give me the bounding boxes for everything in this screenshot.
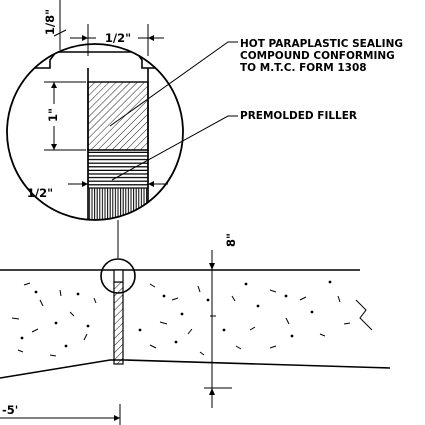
- dim-recess-depth: 1/8": [43, 9, 57, 35]
- dim-slab-thickness: 8": [224, 233, 238, 247]
- filler-stripes: [87, 149, 149, 189]
- note-sealant-line2: COMPOUND CONFORMING: [240, 50, 395, 62]
- note-sealant-line1: HOT PARAPLASTIC SEALING: [240, 38, 403, 50]
- dim-sealant-depth: 1": [46, 108, 60, 122]
- sealant-hatch: [87, 81, 149, 151]
- slab-joint-filler: [113, 281, 124, 365]
- dim-horizontal: -5': [2, 403, 18, 417]
- joint-callout-circle: [100, 258, 136, 294]
- note-sealant-line3: TO M.T.C. FORM 1308: [240, 62, 367, 74]
- dim-joint-width-top: 1/2": [105, 31, 131, 45]
- concrete-aggregate: [11, 280, 351, 357]
- slab-bottom-edge: [0, 359, 391, 379]
- note-filler: PREMOLDED FILLER: [240, 110, 357, 122]
- dim-joint-width-bottom: 1/2": [27, 186, 53, 200]
- detail-content: [7, 51, 183, 220]
